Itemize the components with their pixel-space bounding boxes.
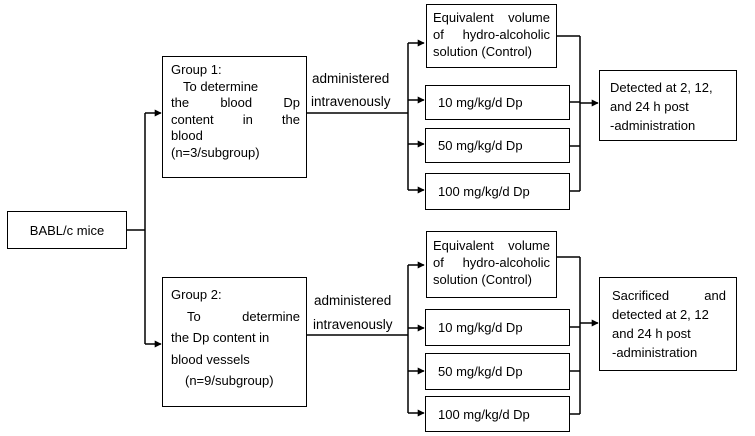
treatment-control-box: Equivalent volume of hydro-alcoholic sol… <box>426 4 557 68</box>
route-label-1: administered intravenously <box>311 71 391 109</box>
group-1-line: content in the <box>171 111 300 127</box>
treatment-dose-box: 10 mg/kg/d Dp <box>425 309 570 346</box>
treatment-dose-box: 50 mg/kg/d Dp <box>425 128 570 163</box>
group-2-box: Group 2: To determine the Dp content in … <box>162 277 307 407</box>
root-label: BABL/c mice <box>29 222 105 238</box>
outcome-box-1: Detected at 2, 12, and 24 h post -admini… <box>599 70 737 141</box>
group-1-title: Group 1: <box>171 62 222 77</box>
treatment-dose-box: 10 mg/kg/d Dp <box>425 85 570 120</box>
group-2-line: To determine <box>187 308 300 324</box>
treatment-dose-box: 100 mg/kg/d Dp <box>425 173 570 210</box>
group-1-line: blood <box>171 128 203 143</box>
group-1-box: Group 1: To determine the blood Dp conte… <box>162 56 307 178</box>
outcome-box-2: Sacrificed and detected at 2, 12 and 24 … <box>599 277 737 371</box>
group-1-line: To determine <box>183 78 259 94</box>
group-2-title: Group 2: <box>171 287 222 302</box>
treatment-dose-box: 100 mg/kg/d Dp <box>425 396 570 432</box>
group-2-sample-size: (n=9/subgroup) <box>185 373 274 388</box>
group-2-line: blood vessels <box>171 351 250 367</box>
group-1-sample-size: (n=3/subgroup) <box>171 144 260 160</box>
treatment-dose-box: 50 mg/kg/d Dp <box>425 353 570 390</box>
root-box: BABL/c mice <box>7 211 127 249</box>
treatment-control-box: Equivalent volume of hydro-alcoholic sol… <box>426 231 557 298</box>
route-label-2: administered intravenously <box>313 293 393 332</box>
group-1-line: the blood Dp <box>171 95 300 110</box>
group-2-line: the Dp content in <box>171 330 270 345</box>
